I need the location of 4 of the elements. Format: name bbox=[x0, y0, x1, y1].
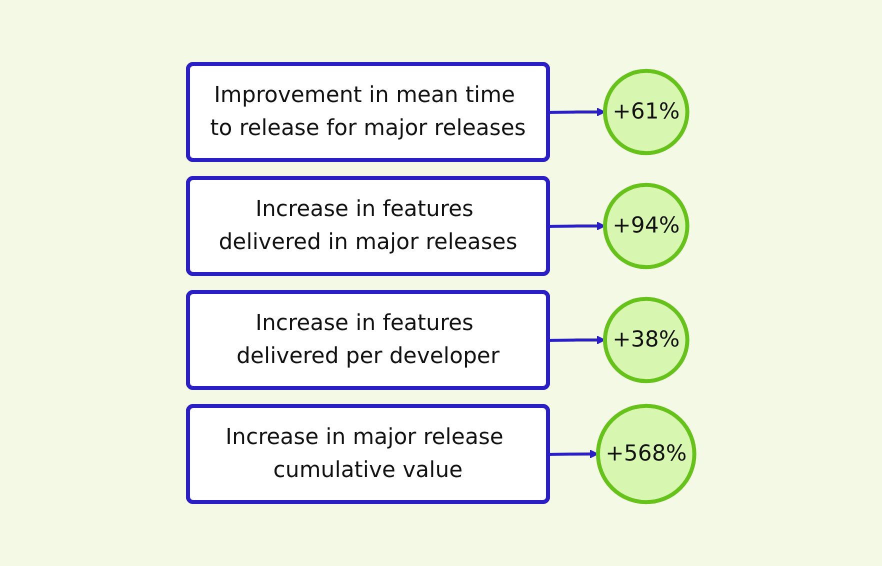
node-circle: +61% bbox=[602, 68, 690, 156]
node-circle: +568% bbox=[596, 404, 696, 504]
node-circle: +38% bbox=[602, 296, 690, 384]
node-circle: +94% bbox=[602, 182, 690, 270]
